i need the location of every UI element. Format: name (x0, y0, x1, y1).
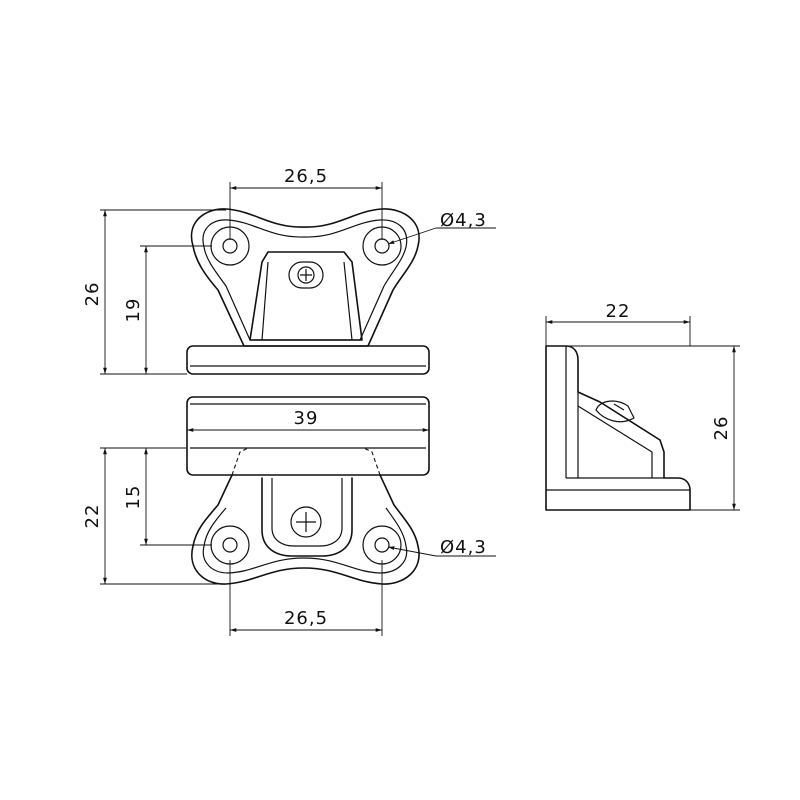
bottom-bracket (191, 447, 420, 585)
side-outline (545, 345, 691, 511)
bottom-hole-diameter-label: Ø4,3 (440, 537, 487, 558)
side-screw-slot (613, 403, 625, 411)
dimension-top-width: 26,5 (229, 166, 383, 240)
side-height-label: 26 (711, 416, 732, 441)
center-width-label: 39 (294, 408, 319, 429)
bottom-screw (290, 506, 322, 538)
top-tab (249, 251, 363, 341)
top-left-hole (222, 238, 238, 254)
dimension-top-height-holes: 19 (123, 245, 212, 374)
dimension-top-height-total: 26 (82, 209, 226, 375)
top-rail (186, 345, 430, 375)
bottom-height-holes-label: 15 (123, 485, 144, 510)
dimension-bottom-width: 26,5 (229, 560, 383, 636)
side-screw-head (595, 400, 635, 423)
top-screw-slot (288, 261, 324, 289)
top-width-label: 26,5 (284, 166, 328, 187)
bottom-right-hole-boss (362, 525, 402, 565)
bottom-channel (261, 477, 353, 557)
top-right-hole (374, 238, 390, 254)
bottom-width-label: 26,5 (284, 608, 328, 629)
center-body (186, 345, 430, 476)
dimension-side-height: 26 (566, 345, 740, 511)
bottom-hidden-lines (231, 447, 381, 476)
top-bracket (190, 208, 420, 347)
top-height-total-label: 26 (82, 282, 103, 307)
side-width-label: 22 (606, 301, 631, 322)
dimension-top-hole-diameter: Ø4,3 (387, 210, 496, 245)
top-tab-edges (261, 261, 353, 341)
top-height-holes-label: 19 (123, 298, 144, 323)
top-screw (297, 266, 315, 284)
bottom-right-hole (374, 537, 390, 553)
bottom-plate-outline (191, 474, 420, 585)
bottom-height-total-label: 22 (82, 504, 103, 529)
top-hole-diameter-label: Ø4,3 (440, 210, 487, 231)
dimension-side-width: 22 (545, 301, 691, 346)
bottom-screw-cross (296, 512, 316, 532)
bottom-channel-inner (271, 478, 343, 547)
top-plate-outline (190, 208, 420, 347)
dimension-bottom-hole-diameter: Ø4,3 (387, 537, 496, 558)
lower-block (186, 396, 430, 476)
bottom-left-hole (222, 537, 238, 553)
bottom-plate-inner (202, 507, 408, 574)
bottom-left-hole-boss (210, 525, 250, 565)
dimension-bottom-height-holes: 15 (123, 448, 212, 546)
dimension-center-width: 39 (187, 408, 429, 432)
top-screw-cross (300, 269, 312, 281)
side-tab-edge (577, 405, 653, 478)
dimension-bottom-height-total: 22 (82, 447, 226, 585)
side-view (545, 345, 691, 511)
